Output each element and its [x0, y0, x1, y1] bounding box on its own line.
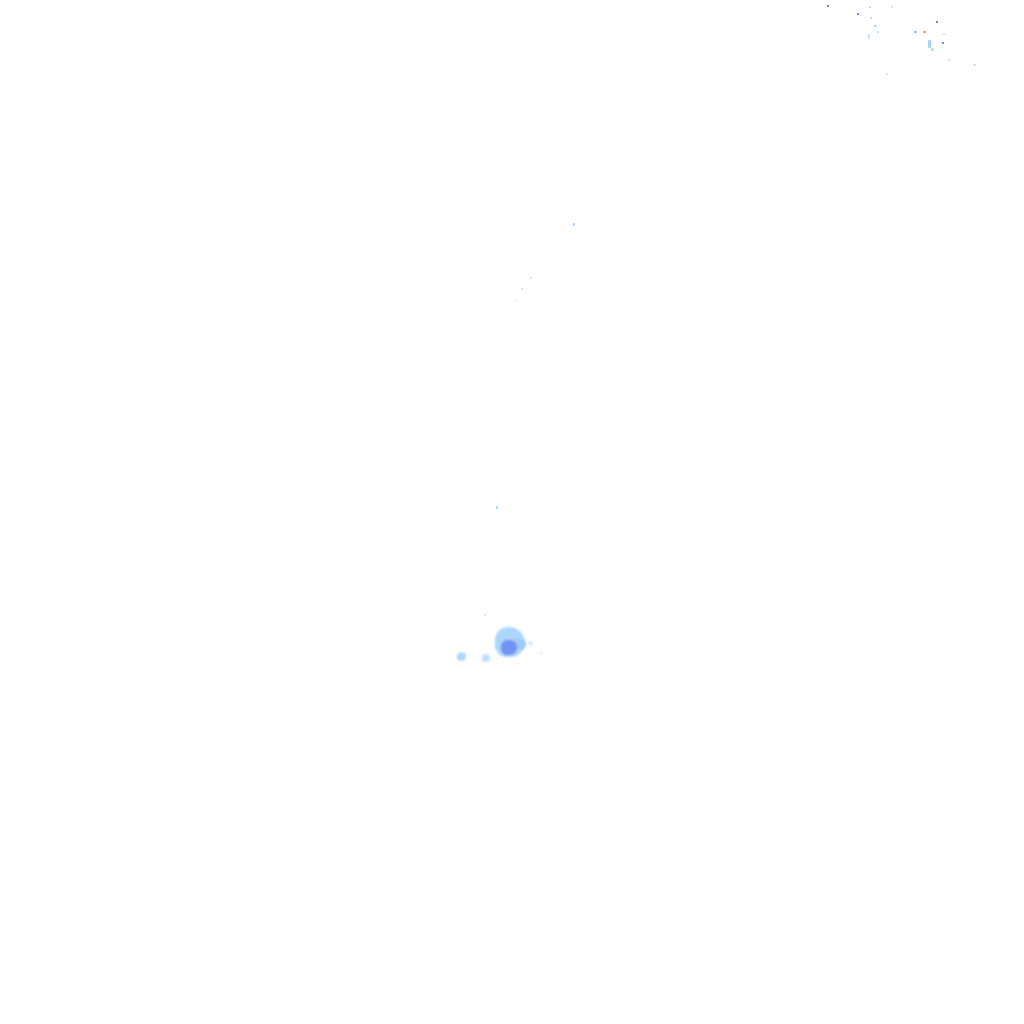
precip-speck	[874, 25, 877, 27]
precip-speck	[886, 73, 888, 75]
precip-echo-east-fleck	[528, 641, 533, 645]
precip-speck	[827, 5, 829, 7]
precip-speck	[891, 6, 893, 8]
precip-speck	[942, 42, 944, 44]
precip-speck	[877, 31, 879, 33]
precip-echo-west-cell	[457, 652, 466, 661]
precip-speck	[484, 614, 486, 616]
precip-speck	[496, 506, 498, 509]
precip-speck	[868, 34, 870, 39]
precip-echo-west-cell-2	[482, 654, 490, 662]
precip-echo-east-fleck-2	[540, 652, 543, 655]
precip-speck	[948, 59, 950, 61]
precip-speck	[530, 277, 532, 279]
precip-speck	[931, 48, 934, 51]
precip-speck	[521, 288, 523, 290]
precip-echo-main-cell-core	[501, 640, 517, 655]
precip-speck	[914, 31, 917, 33]
precip-speck	[936, 21, 938, 23]
precip-speck	[923, 31, 926, 33]
precip-speck	[928, 40, 931, 48]
precip-speck	[869, 6, 871, 8]
precip-speck	[516, 300, 517, 302]
precip-speck	[943, 33, 945, 35]
precip-speck	[573, 223, 575, 226]
precip-speck	[973, 64, 976, 66]
precip-speck	[857, 13, 859, 15]
precip-speck	[870, 17, 872, 19]
